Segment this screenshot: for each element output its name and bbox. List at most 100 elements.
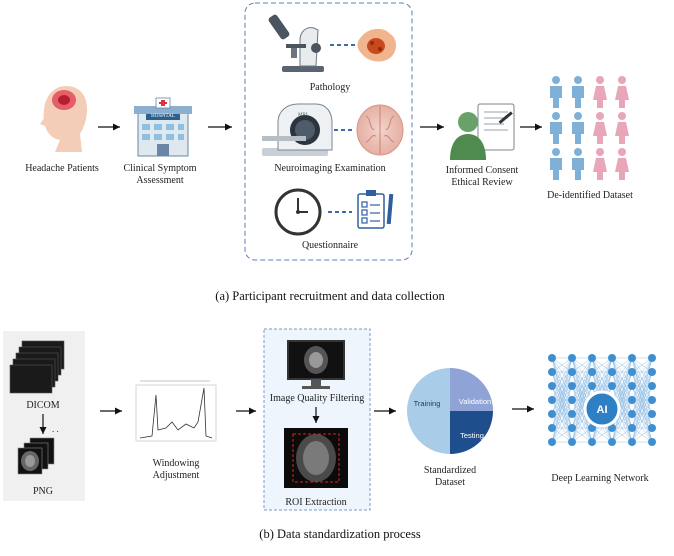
network-node (548, 368, 556, 376)
clock-icon (274, 188, 322, 236)
network-edge (551, 399, 573, 443)
network-node (588, 368, 596, 376)
checklist-icon (357, 190, 394, 229)
network-edge (611, 357, 633, 387)
network-edge (571, 427, 593, 443)
network-edge (551, 413, 573, 443)
dataset-label: De-identified Dataset (547, 190, 633, 201)
person-icon (593, 112, 607, 144)
network-node (548, 354, 556, 362)
network-edge (571, 357, 593, 401)
consent-label: Informed Consent Ethical Review (432, 165, 532, 189)
person-icon (572, 148, 584, 180)
assessment-label: Clinical Symptom Assessment (115, 163, 205, 187)
network-edge (551, 371, 573, 443)
network-label: Deep Learning Network (551, 473, 649, 484)
panel-a-caption: (a) Participant recruitment and data col… (215, 289, 445, 303)
network-edge (611, 371, 633, 443)
network-edge (631, 357, 653, 415)
network-node (648, 396, 656, 404)
person-icon (615, 76, 629, 108)
neural-network-icon (548, 354, 656, 446)
person-icon (593, 76, 607, 108)
svg-text:MRI: MRI (298, 113, 308, 118)
network-edge (551, 385, 573, 443)
network-node (628, 396, 636, 404)
network-edge (611, 357, 633, 401)
network-edge (631, 357, 653, 401)
network-edge (551, 357, 573, 415)
network-node (608, 354, 616, 362)
headache-patient-icon (40, 86, 88, 152)
network-node (548, 396, 556, 404)
network-node (648, 438, 656, 446)
dicom-label: DICOM (26, 400, 60, 411)
standardized-label-line1: Standardized (423, 465, 477, 476)
network-node (548, 438, 556, 446)
network-edge (591, 427, 613, 443)
network-edge (551, 357, 573, 429)
windowing-label-line2: Adjustment (152, 470, 200, 481)
person-icon (550, 76, 562, 108)
network-node (548, 382, 556, 390)
network-node (628, 424, 636, 432)
panel-b-caption: (b) Data standardization process (259, 527, 421, 541)
network-node (568, 368, 576, 376)
network-node (608, 424, 616, 432)
questionnaire-label: Questionnaire (301, 240, 359, 251)
mri-scanner-icon: MRI (262, 103, 333, 156)
network-node (568, 438, 576, 446)
network-edge (571, 357, 593, 373)
network-node (568, 396, 576, 404)
pathology-label: Pathology (309, 82, 351, 93)
network-edge (611, 357, 633, 373)
network-node (568, 410, 576, 418)
assessment-label-line1: Clinical Symptom (123, 163, 197, 174)
network-node (548, 410, 556, 418)
network-edge (611, 399, 633, 443)
network-node (628, 368, 636, 376)
network-node (648, 410, 656, 418)
quality-filter-label: Image Quality Filtering (269, 393, 365, 404)
windowing-plot-icon (135, 380, 217, 442)
network-edge (631, 413, 653, 443)
monitor-icon (287, 340, 345, 389)
network-node (608, 368, 616, 376)
png-stack-icon (17, 437, 55, 475)
pie-validation-label: Validation (458, 397, 492, 406)
network-edge (631, 371, 653, 443)
person-icon (572, 112, 584, 144)
network-node (588, 424, 596, 432)
network-edge (571, 357, 593, 415)
network-edge (551, 357, 573, 387)
neuroimaging-label: Neuroimaging Examination (274, 163, 386, 174)
network-edge (611, 385, 633, 443)
network-edge (571, 357, 593, 429)
pie-testing-label: Testing (460, 431, 484, 440)
person-icon (615, 112, 629, 144)
consent-label-line2: Ethical Review (451, 177, 513, 188)
png-label: PNG (32, 486, 53, 497)
network-edge (591, 357, 613, 373)
network-node (548, 424, 556, 432)
network-edge (571, 385, 593, 443)
tissue-sample-icon (357, 28, 396, 62)
roi-scan-icon (284, 428, 348, 488)
network-edge (591, 357, 613, 387)
standardized-label-line2: Dataset (435, 477, 465, 488)
network-edge (611, 427, 633, 443)
brain-axial-icon (356, 104, 404, 156)
network-node (588, 354, 596, 362)
roi-label: ROI Extraction (285, 497, 347, 508)
network-node (568, 382, 576, 390)
network-node (628, 354, 636, 362)
network-edge (551, 357, 573, 401)
person-icon (572, 76, 584, 108)
network-edge (551, 357, 573, 373)
ai-label: AI (596, 404, 608, 416)
exam-group-box (244, 2, 413, 261)
network-edge (631, 399, 653, 443)
network-node (608, 438, 616, 446)
person-icon (615, 148, 629, 180)
network-node (628, 438, 636, 446)
